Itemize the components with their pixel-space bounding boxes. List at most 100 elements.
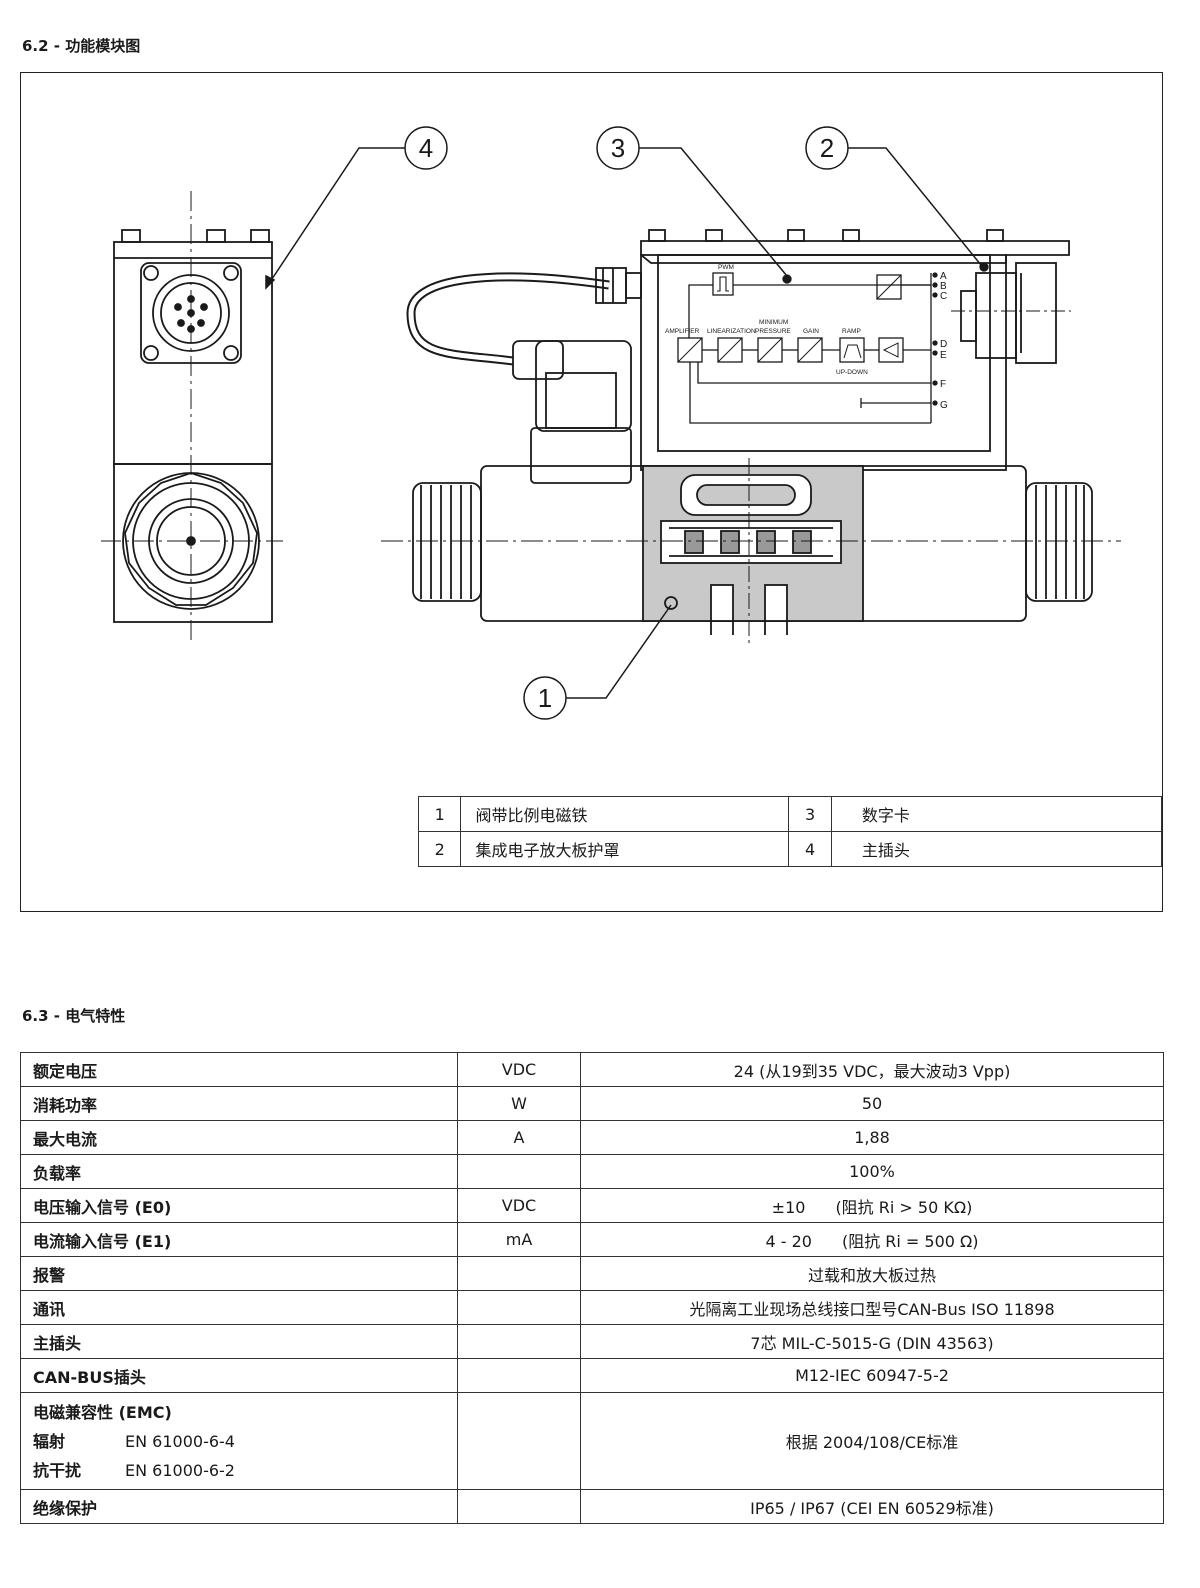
param-cell: 最大电流 [20,1120,458,1155]
param-cell: 主插头 [20,1324,458,1359]
unit-cell [457,1290,581,1325]
emc-emission: 辐射 EN 61000-6-4 [33,1427,457,1456]
legend-text: 集成电子放大板护罩 [460,831,790,867]
section-title: 电气特性 [65,1007,126,1025]
front-view [381,229,1121,643]
value-cell: 过载和放大板过热 [580,1256,1164,1291]
unit-cell [457,1358,581,1393]
param-cell: 电压输入信号 (E0) [20,1188,458,1223]
section-heading-6-2: 6.2 - 功能模块图 [22,35,140,56]
param-cell: 电流输入信号 (E1) [20,1222,458,1257]
param-cell: 通讯 [20,1290,458,1325]
pin-b: B [940,281,947,292]
value-cell: 50 [580,1086,1164,1121]
table-row: 电压输入信号 (E0) VDC ±10(阻抗 Ri > 50 KΩ) [20,1188,1164,1223]
value-cell: 4 - 20 (阻抗 Ri = 500 Ω) [580,1222,1164,1257]
updown-label: UP-DOWN [836,369,868,376]
legend-text: 阀带比例电磁铁 [460,796,790,832]
param-cell: 绝缘保护 [20,1489,458,1524]
table-row: 主插头 7芯 MIL-C-5015-G (DIN 43563) [20,1324,1164,1359]
legend-num: 1 [417,796,462,832]
emc-param-cell: 电磁兼容性 (EMC) 辐射 EN 61000-6-4 抗干扰 EN 61000-6… [20,1392,458,1490]
immunity-label: 抗干扰 [33,1460,82,1480]
table-row: 绝缘保护 IP65 / IP67 (CEI EN 60529标准) [20,1489,1164,1524]
amplifier-label: AMPLIFIER [665,328,700,335]
pin-e: E [940,350,947,361]
legend-row: 1 阀带比例电磁铁 3 数字卡 [417,796,1163,832]
pin-a: A [940,271,947,282]
side-view [101,191,283,643]
table-row-emc: 电磁兼容性 (EMC) 辐射 EN 61000-6-4 抗干扰 EN 61000-6… [20,1392,1164,1490]
pressure-label: PRESSURE [755,328,791,335]
legend-num: 4 [788,831,832,867]
table-row: 负载率 100% [20,1154,1164,1189]
callout-numbers: 4 3 2 1 [419,133,834,713]
legend-num: 2 [417,831,462,867]
emc-title: 电磁兼容性 (EMC) [33,1402,172,1422]
legend-row: 2 集成电子放大板护罩 4 主插头 [417,831,1163,867]
emission-std: EN 61000-6-4 [125,1431,235,1451]
unit-cell: VDC [457,1052,581,1087]
table-row: 额定电压 VDC 24 (从19到35 VDC，最大波动3 Vpp) [20,1052,1164,1087]
card-schematic [677,262,989,424]
legend-table: 1 阀带比例电磁铁 3 数字卡 2 集成电子放大板护罩 4 主插头 [417,796,1163,867]
unit-cell [457,1154,581,1189]
legend-text: 数字卡 [830,796,1163,832]
unit-cell: W [457,1086,581,1121]
minimum-label: MINIMUM [759,319,788,326]
value-cell: 光隔离工业现场总线接口型号CAN-Bus ISO 11898 [580,1290,1164,1325]
section-number: 6.2 - [22,37,61,55]
unit-cell: A [457,1120,581,1155]
param-cell: 额定电压 [20,1052,458,1087]
callout-3: 3 [611,133,625,163]
callout-2: 2 [820,133,834,163]
ramp-label: RAMP [842,328,861,335]
value-cell: 24 (从19到35 VDC，最大波动3 Vpp) [580,1052,1164,1087]
immunity-std: EN 61000-6-2 [125,1460,235,1480]
table-row: CAN-BUS插头 M12-IEC 60947-5-2 [20,1358,1164,1393]
table-row: 最大电流 A 1,88 [20,1120,1164,1155]
unit-cell [457,1324,581,1359]
callouts [265,126,982,720]
legend-text: 主插头 [830,831,1163,867]
value-cell: IP65 / IP67 (CEI EN 60529标准) [580,1489,1164,1524]
value-note: (阻抗 Ri = 500 Ω) [841,1231,979,1251]
pin-f: F [940,379,946,390]
value-text: ±10 [771,1197,806,1217]
pwm-label: PWM [718,264,734,271]
card-labels: PWM AMPLIFIER LINEARIZATION MINIMUM PRES… [665,264,868,376]
param-cell: 报警 [20,1256,458,1291]
unit-cell [457,1392,581,1490]
value-cell: ±10 (阻抗 Ri > 50 KΩ) [580,1188,1164,1223]
value-text: 4 - 20 [765,1231,812,1251]
pin-d: D [940,339,947,350]
param-cell: 消耗功率 [20,1086,458,1121]
value-cell: 根据 2004/108/CE标准 [580,1392,1164,1490]
linearization-label: LINEARIZATION [707,328,756,335]
param-cell: CAN-BUS插头 [20,1358,458,1393]
section-heading-6-3: 6.3 - 电气特性 [22,1005,125,1026]
emc-immunity: 抗干扰 EN 61000-6-2 [33,1456,457,1485]
param-cell: 负载率 [20,1154,458,1189]
callout-1: 1 [538,683,552,713]
value-cell: M12-IEC 60947-5-2 [580,1358,1164,1393]
value-cell: 7芯 MIL-C-5015-G (DIN 43563) [580,1324,1164,1359]
table-row: 通讯 光隔离工业现场总线接口型号CAN-Bus ISO 11898 [20,1290,1164,1325]
pin-labels: A B C D E F G [940,271,948,411]
unit-cell: mA [457,1222,581,1257]
value-cell: 100% [580,1154,1164,1189]
value-cell: 1,88 [580,1120,1164,1155]
gain-label: GAIN [803,328,819,335]
emission-label: 辐射 [33,1431,66,1451]
section-number: 6.3 - [22,1007,61,1025]
pin-c: C [940,291,947,302]
unit-cell [457,1489,581,1524]
table-row: 报警 过载和放大板过热 [20,1256,1164,1291]
value-note: (阻抗 Ri > 50 KΩ) [835,1197,973,1217]
section-title: 功能模块图 [65,37,141,55]
table-row: 电流输入信号 (E1) mA 4 - 20 (阻抗 Ri = 500 Ω) [20,1222,1164,1257]
pin-g: G [940,400,948,411]
valve-drawing: PWM AMPLIFIER LINEARIZATION MINIMUM PRES… [101,126,1121,720]
functional-block-diagram: PWM AMPLIFIER LINEARIZATION MINIMUM PRES… [20,72,1163,912]
callout-4: 4 [419,133,433,163]
